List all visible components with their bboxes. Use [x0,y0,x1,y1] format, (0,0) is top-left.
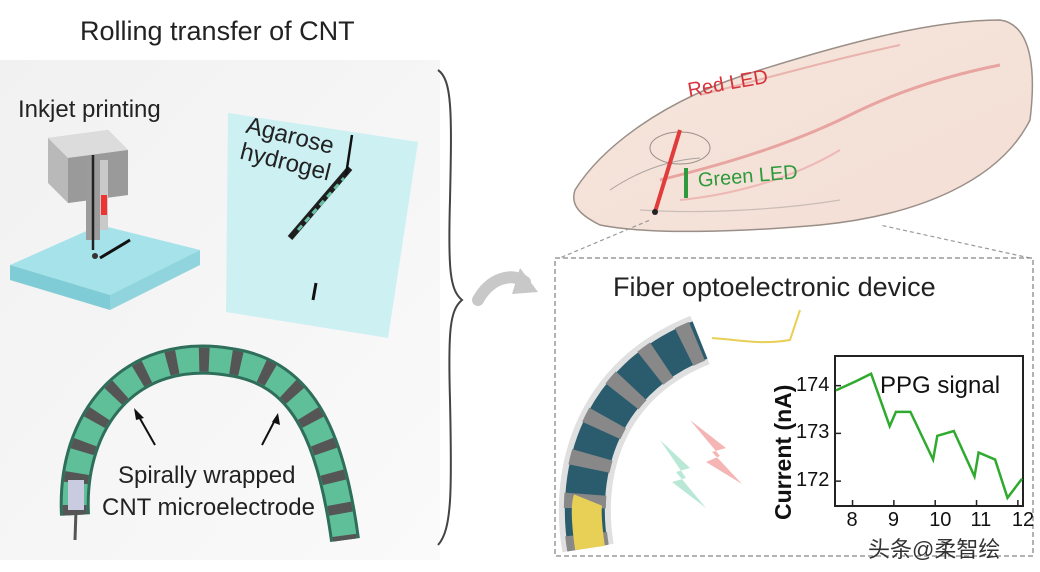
inkjet-printing-label: Inkjet printing [18,96,161,123]
chart-title: PPG signal [880,372,1001,399]
x-tick-label-4: 12 [1011,509,1035,531]
left-panel-title: Rolling transfer of CNT [80,16,355,46]
fiber-device-illustration [558,309,801,553]
y-tick-label-1: 173 [796,421,830,444]
inkjet-printer-illustration [10,130,200,310]
callout-line-left [554,219,651,261]
chart-frame [834,355,1024,507]
y-tick-label-0: 172 [796,469,830,492]
fiber-device-title: Fiber optoelectronic device [613,272,936,302]
x-tick-label-2: 10 [929,509,952,531]
y-tick-label-2: 174 [796,373,830,396]
electrode-label-line1: Spirally wrapped [118,462,296,489]
transition-arrow [472,268,538,306]
hydrogel-sheet-illustration [226,113,418,338]
chart-y-axis-label: Current (nA) [770,384,796,520]
callout-line-right [879,224,1031,259]
ppg-series-line-0 [835,371,1023,501]
ppg-chart-plot [835,371,1023,505]
finger-illustration [573,19,1034,233]
x-tick-label-3: 11 [970,509,992,531]
watermark: 头条@柔智绘 [868,537,1001,562]
cnt-microelectrode-arch [59,344,360,543]
brace-divider [437,69,464,546]
x-tick-label-0: 8 [846,509,858,531]
electrode-label-line2: CNT microelectrode [102,494,315,521]
x-tick-label-1: 9 [887,509,899,531]
